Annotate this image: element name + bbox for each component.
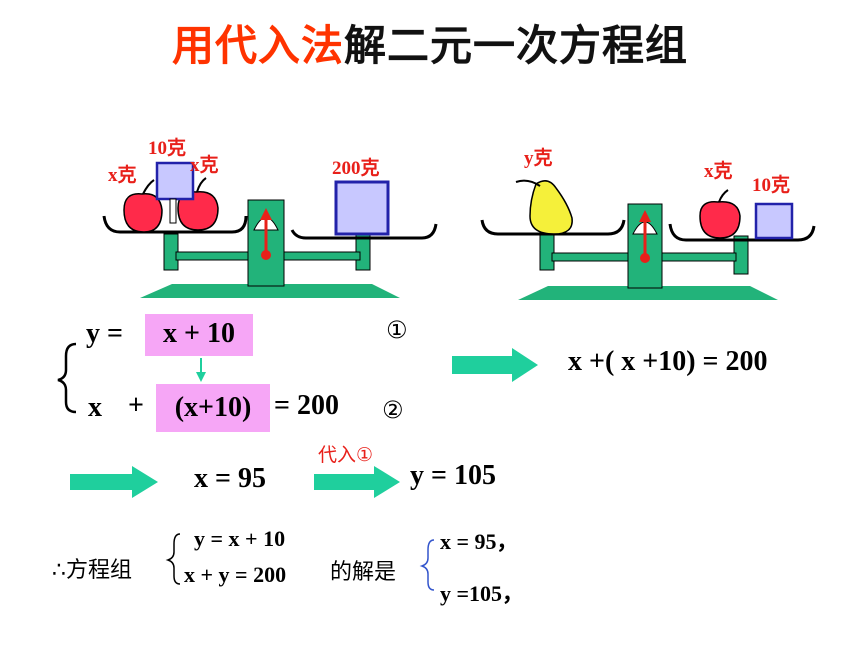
left-pan-left — [102, 215, 248, 234]
substitute-label: 代入① — [318, 444, 374, 466]
label-x-grams: x克 — [704, 161, 733, 182]
y-value: y = 105 — [410, 460, 496, 491]
page-title: 用代入法解二元一次方程组 — [0, 12, 860, 73]
label-10-grams: 10克 — [148, 138, 187, 159]
braces — [57, 342, 435, 591]
eq1-rhs-box: x + 10 — [145, 314, 253, 356]
title-highlight: 用代入法 — [171, 21, 344, 70]
arrow-right-icon — [314, 466, 400, 498]
right-scale-post-left — [539, 233, 555, 271]
pear-icon — [529, 180, 573, 235]
combined-equation: x +( x +10) = 200 — [568, 346, 768, 377]
eq2-substituted-box: (x+10) — [156, 384, 270, 432]
solution-y: y =105， — [440, 581, 525, 606]
solution-x: x = 95， — [440, 529, 519, 554]
right-needle-tip — [639, 210, 651, 222]
right-balance-scale — [480, 179, 816, 300]
weight-10g-icon — [155, 161, 195, 201]
eq1-lhs: y = — [86, 318, 123, 349]
weight-200g-icon — [334, 180, 390, 236]
left-needle-pivot — [261, 250, 271, 260]
apple-icon — [123, 193, 163, 233]
label-200-grams: 200克 — [332, 158, 380, 179]
eq2-plus: + — [128, 390, 144, 421]
left-balance-scale — [102, 161, 438, 298]
label-y-grams: y克 — [524, 148, 553, 169]
label-x-grams: x克 — [190, 155, 219, 176]
conclusion-eq2: x + y = 200 — [184, 562, 287, 587]
therefore-system: ∴方程组 — [52, 558, 132, 583]
eq2-number: ② — [382, 396, 404, 424]
weight-10g-icon — [754, 202, 794, 240]
solution-is-label: 的解是 — [330, 560, 397, 585]
system-brace — [57, 342, 77, 414]
right-scale-base — [518, 286, 778, 300]
right-pan-right — [668, 223, 816, 242]
x-value: x = 95 — [194, 463, 266, 494]
right-needle-pivot — [640, 253, 650, 263]
conclusion-brace — [165, 533, 181, 585]
weight-stand — [169, 198, 177, 224]
label-10-grams: 10克 — [752, 175, 791, 196]
solution-brace — [419, 539, 435, 591]
arrow-right-icon — [70, 466, 158, 498]
arrows — [70, 348, 538, 498]
eq2-rhs: = 200 — [274, 390, 339, 421]
left-needle-tip — [260, 208, 272, 220]
arrow-right-icon — [452, 348, 538, 382]
eq1-number: ① — [386, 316, 408, 344]
label-x-grams: x克 — [108, 165, 137, 186]
apple-icon — [699, 201, 741, 239]
conclusion-eq1: y = x + 10 — [194, 526, 286, 551]
left-scale-base — [140, 284, 400, 298]
title-rest: 解二元一次方程组 — [344, 21, 689, 70]
eq2-x: x — [88, 392, 102, 423]
left-pan-right — [290, 223, 438, 240]
